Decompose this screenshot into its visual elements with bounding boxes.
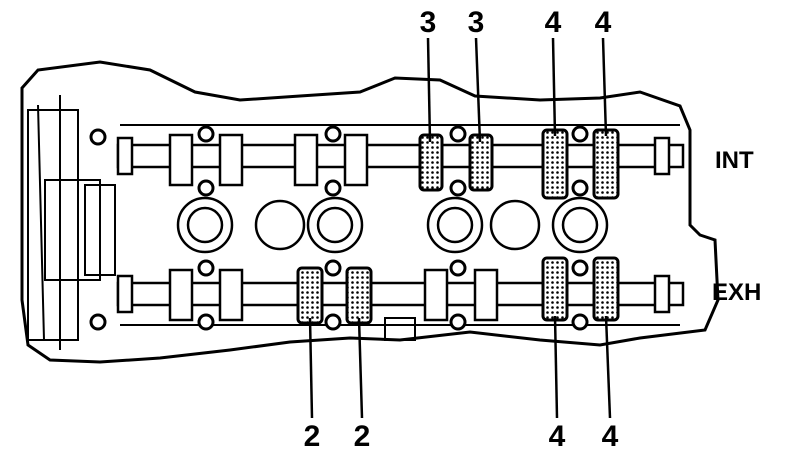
cap-exhaust-4a bbox=[541, 256, 569, 322]
callout-top-4: 4 bbox=[595, 6, 612, 39]
cap-intake-4a bbox=[541, 128, 569, 200]
cap-exhaust-4b bbox=[592, 256, 620, 322]
cap-intake-3a bbox=[418, 133, 444, 192]
valve-bores bbox=[176, 196, 609, 254]
callout-top-2: 3 bbox=[468, 6, 485, 39]
highlighted-bearing-caps bbox=[296, 128, 620, 325]
cap-intake-4b bbox=[592, 128, 620, 200]
callout-top-3: 4 bbox=[545, 6, 562, 39]
cap-exhaust-2b bbox=[345, 266, 373, 325]
callout-bottom-2: 2 bbox=[354, 420, 371, 452]
callout-labels: 3 3 4 4 2 2 4 4 INT EXH bbox=[304, 6, 762, 452]
bearing-cap-bolts bbox=[89, 125, 589, 331]
exhaust-label: EXH bbox=[712, 279, 761, 306]
callout-bottom-4: 4 bbox=[602, 420, 619, 452]
callout-bottom-1: 2 bbox=[304, 420, 321, 452]
callout-bottom-3: 4 bbox=[549, 420, 566, 452]
cylinder-head-outline bbox=[20, 60, 720, 364]
callout-top-1: 3 bbox=[420, 6, 437, 39]
intake-label: INT bbox=[715, 147, 754, 174]
cap-exhaust-2a bbox=[296, 266, 324, 325]
cap-intake-3b bbox=[468, 133, 494, 192]
leader-lines bbox=[308, 37, 612, 419]
